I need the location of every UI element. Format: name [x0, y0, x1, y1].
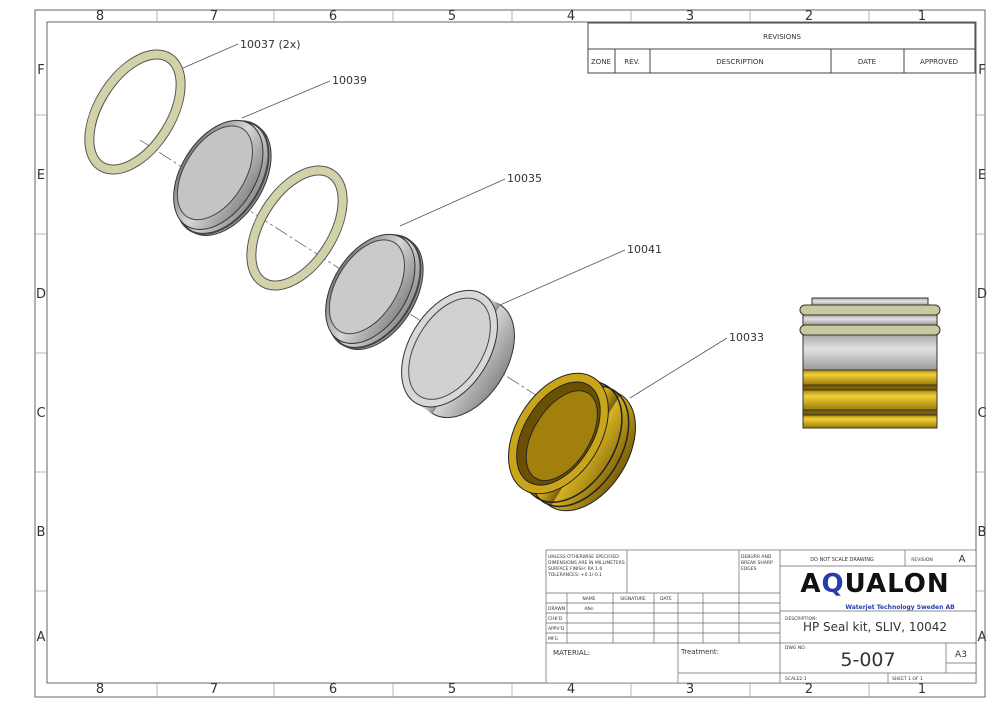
svg-text:5: 5	[448, 9, 456, 24]
sheet-size: A3	[955, 650, 967, 660]
svg-text:D: D	[977, 287, 987, 302]
part-10033-brass-body	[508, 372, 636, 512]
svg-text:7: 7	[210, 682, 218, 697]
svg-text:ANn: ANn	[584, 606, 593, 612]
revision-value: A	[959, 554, 966, 565]
part-10039-ring	[173, 119, 272, 236]
svg-text:SCALE2:1: SCALE2:1	[785, 676, 807, 682]
inner-border	[46, 21, 977, 684]
title-block-text: UNLESS OTHERWISE SPECIFIED: DIMENSIONS A…	[547, 554, 967, 682]
aqualon-logo: AQUALON Waterjet Technology Sweden AB	[800, 569, 955, 611]
part-10041-ring	[401, 289, 515, 419]
column-labels-bottom: 8 7 6 5 4 3 2 1	[96, 682, 926, 697]
svg-text:REVISIONS: REVISIONS	[763, 33, 801, 41]
svg-text:D: D	[36, 287, 46, 302]
row-labels-left: F E D C B A	[36, 63, 46, 645]
svg-text:8: 8	[96, 9, 104, 24]
svg-text:REVISION: REVISION	[911, 557, 932, 563]
svg-text:E: E	[978, 168, 986, 183]
svg-text:SURFACE FINISH: RA 1.6: SURFACE FINISH: RA 1.6	[548, 566, 602, 572]
balloon-10039: 10039	[332, 74, 367, 87]
svg-text:B: B	[978, 525, 987, 540]
svg-text:APPV'D: APPV'D	[548, 626, 565, 632]
svg-text:REV.: REV.	[624, 58, 639, 66]
column-labels-top: 8 7 6 5 4 3 2 1	[96, 9, 926, 24]
svg-text:8: 8	[96, 682, 104, 697]
balloon-10041: 10041	[627, 243, 662, 256]
svg-text:MFG: MFG	[548, 636, 558, 642]
svg-text:DESCRIPTION: DESCRIPTION	[716, 58, 763, 66]
svg-text:1: 1	[918, 9, 926, 24]
center-axis-line	[139, 139, 591, 431]
balloon-10033: 10033	[729, 331, 764, 344]
svg-text:A: A	[978, 630, 987, 645]
svg-text:C: C	[977, 406, 986, 421]
svg-text:DO NOT SCALE DRAWING: DO NOT SCALE DRAWING	[810, 557, 874, 563]
svg-text:5: 5	[448, 682, 456, 697]
svg-text:C: C	[36, 406, 45, 421]
svg-text:NAME: NAME	[582, 596, 595, 602]
svg-text:1: 1	[918, 682, 926, 697]
svg-text:ZONE: ZONE	[591, 58, 611, 66]
svg-text:E: E	[37, 168, 45, 183]
svg-text:2: 2	[805, 9, 813, 24]
svg-text:4: 4	[567, 9, 575, 24]
svg-text:F: F	[978, 63, 985, 78]
svg-text:CHK'D: CHK'D	[548, 616, 563, 622]
balloon-10037: 10037 (2x)	[240, 38, 301, 51]
svg-text:2: 2	[805, 682, 813, 697]
title-block	[545, 549, 977, 684]
svg-text:7: 7	[210, 9, 218, 24]
revisions-table: REVISIONS ZONE REV. DESCRIPTION DATE APP…	[587, 22, 976, 74]
drawing-number: 5-007	[840, 649, 895, 671]
svg-text:DATE: DATE	[858, 58, 876, 66]
svg-text:DEBURR AND: DEBURR AND	[741, 554, 772, 560]
svg-text:EDGES: EDGES	[741, 566, 757, 572]
svg-text:6: 6	[329, 9, 337, 24]
row-labels-right: F E D C B A	[977, 63, 987, 645]
svg-text:AQUALON: AQUALON	[800, 569, 949, 599]
part-10035-ring	[325, 233, 424, 350]
svg-text:3: 3	[686, 682, 694, 697]
svg-text:MATERIAL:: MATERIAL:	[553, 649, 590, 657]
balloon-leaders	[182, 43, 728, 399]
drawing-description: HP Seal kit, SLIV, 10042	[803, 620, 947, 634]
svg-text:B: B	[37, 525, 46, 540]
svg-text:Waterjet Technology Sweden AB: Waterjet Technology Sweden AB	[845, 604, 955, 611]
svg-text:DATE: DATE	[660, 596, 672, 602]
svg-text:Treatment:: Treatment:	[680, 648, 719, 656]
svg-text:DRAWN: DRAWN	[548, 606, 565, 612]
assembled-view	[799, 297, 941, 429]
zone-ticks	[35, 10, 985, 697]
svg-text:A: A	[37, 630, 46, 645]
part-10037-oring-1	[84, 49, 186, 175]
svg-text:UNLESS OTHERWISE SPECIFIED:: UNLESS OTHERWISE SPECIFIED:	[548, 554, 620, 560]
outer-border	[34, 9, 986, 698]
svg-text:F: F	[37, 63, 44, 78]
svg-text:TOLERANCES: +0.1/-0.1: TOLERANCES: +0.1/-0.1	[547, 572, 602, 578]
svg-text:BREAK SHARP: BREAK SHARP	[741, 560, 773, 566]
svg-text:DESCRIPTION:: DESCRIPTION:	[785, 616, 817, 622]
svg-text:DWG NO.: DWG NO.	[785, 645, 806, 651]
svg-text:SHEET 1 OF 1: SHEET 1 OF 1	[892, 676, 923, 682]
svg-text:SIGNATURE: SIGNATURE	[620, 596, 646, 602]
svg-text:APPROVED: APPROVED	[920, 58, 958, 66]
balloon-10035: 10035	[507, 172, 542, 185]
svg-text:3: 3	[686, 9, 694, 24]
svg-text:4: 4	[567, 682, 575, 697]
svg-text:DIMENSIONS ARE IN MILLIMETERS: DIMENSIONS ARE IN MILLIMETERS	[548, 560, 625, 566]
svg-text:6: 6	[329, 682, 337, 697]
